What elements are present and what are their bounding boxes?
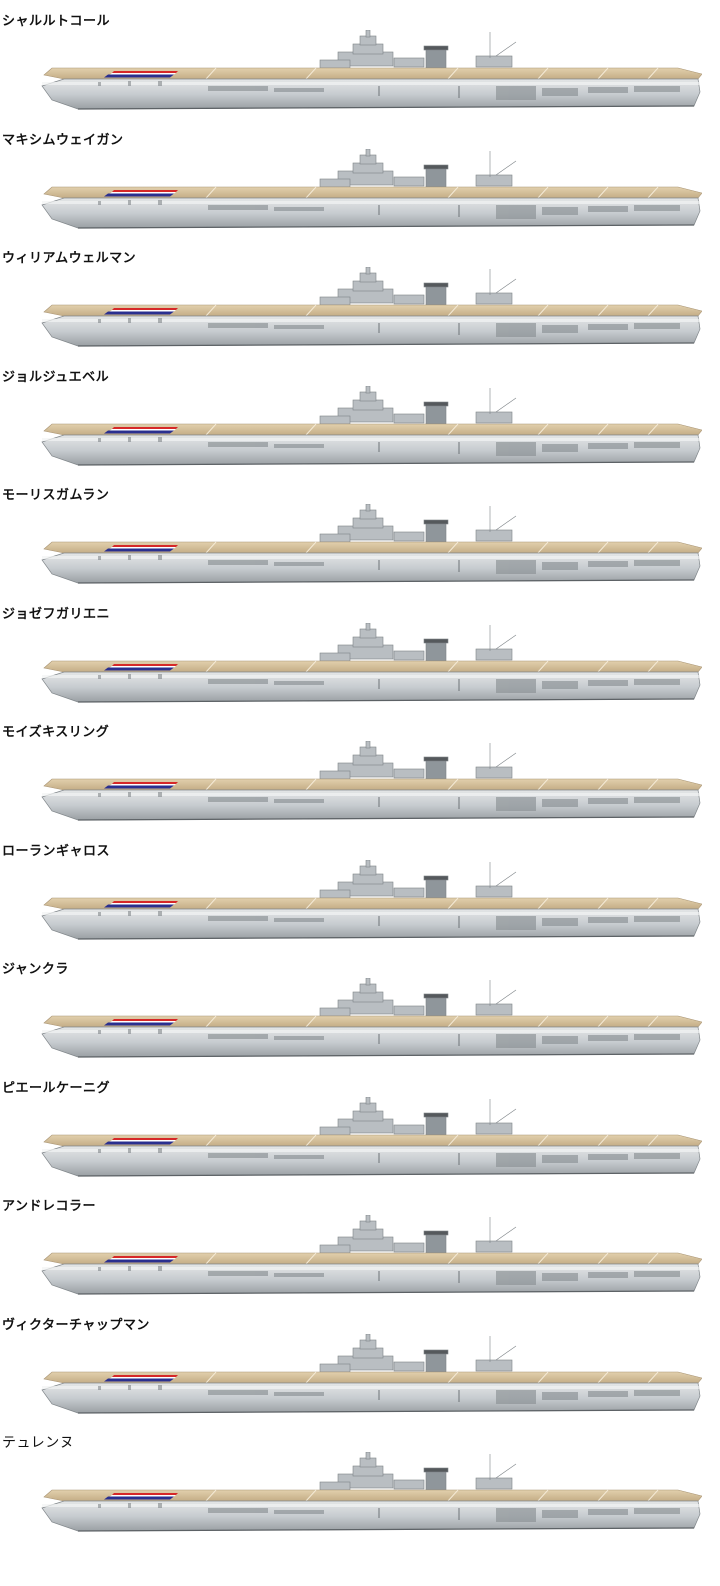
aircraft-carrier-image (38, 148, 703, 235)
aircraft-carrier-image (38, 1333, 703, 1420)
ship-entry: モイズキスリング (0, 711, 720, 829)
ship-entry: マキシムウェイガン (0, 119, 720, 237)
ship-name-label: テュレンヌ (2, 1435, 75, 1451)
aircraft-carrier-image (38, 622, 703, 709)
ship-name-label: モイズキスリング (2, 725, 110, 740)
ship-entry: ヴィクターチャップマン (0, 1304, 720, 1422)
aircraft-carrier-image (38, 385, 703, 472)
aircraft-carrier-image (38, 1451, 703, 1538)
ship-entry: ジョゼフガリエニ (0, 593, 720, 711)
ship-name-label: ジャンクラ (2, 962, 69, 977)
ship-name-label: シャルルトコール (2, 14, 111, 29)
ship-name-label: モーリスガムラン (2, 488, 110, 503)
ship-entry: テュレンヌ (0, 1422, 720, 1540)
ship-name-label: ジョルジュエベル (2, 369, 110, 385)
ship-entry: モーリスガムラン (0, 474, 720, 592)
ship-entry: アンドレコラー (0, 1185, 720, 1303)
ship-entry: ジョルジュエベル (0, 356, 720, 474)
ship-entry: ローランギャロス (0, 830, 720, 948)
ship-entry: ジャンクラ (0, 948, 720, 1066)
ship-name-label: アンドレコラー (2, 1199, 96, 1214)
aircraft-carrier-image (38, 740, 703, 827)
aircraft-carrier-image (38, 859, 703, 946)
ship-name-label: ジョゼフガリエニ (2, 606, 111, 622)
ship-entry: ウィリアムウェルマン (0, 237, 720, 355)
aircraft-carrier-image (38, 503, 703, 590)
ship-entry: ピエールケーニグ (0, 1067, 720, 1185)
ship-name-label: ヴィクターチャップマン (2, 1317, 150, 1333)
aircraft-carrier-image (38, 1214, 703, 1301)
ship-name-label: ピエールケーニグ (2, 1080, 111, 1096)
aircraft-carrier-image (38, 1096, 703, 1183)
ship-name-label: ローランギャロス (2, 843, 111, 859)
ship-name-label: マキシムウェイガン (2, 132, 124, 148)
aircraft-carrier-image (38, 266, 703, 353)
ship-name-label: ウィリアムウェルマン (2, 251, 137, 266)
aircraft-carrier-image (38, 29, 703, 116)
ship-entry: シャルルトコール (0, 0, 720, 118)
aircraft-carrier-image (38, 977, 703, 1064)
